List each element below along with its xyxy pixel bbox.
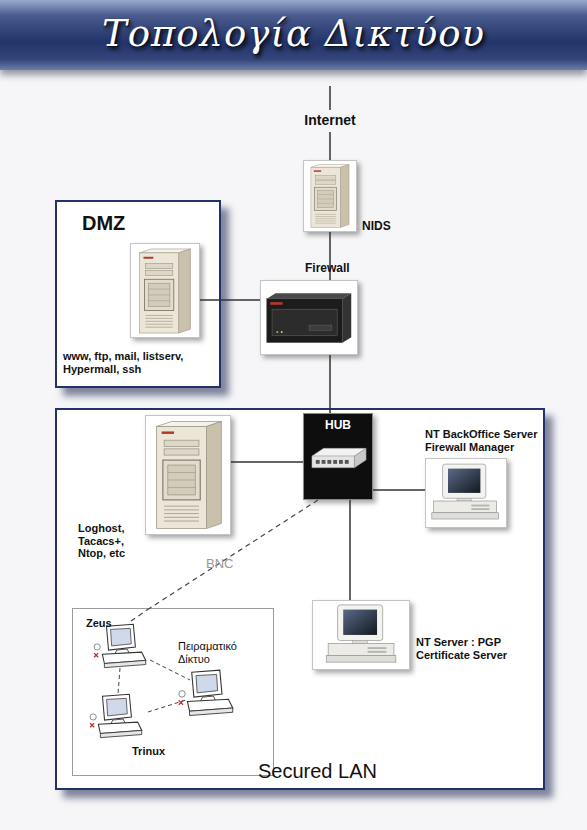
node-label: HUB bbox=[303, 419, 373, 433]
node-label: DMZ bbox=[82, 212, 162, 235]
network-link bbox=[329, 355, 331, 413]
network-link bbox=[349, 500, 351, 600]
node-label: NIDS bbox=[362, 220, 406, 234]
zone-box: www, ftp, mail, listserv, Hypermall, ssh… bbox=[55, 200, 221, 388]
zone-box: HUB Loghost, Tacacs+, Ntop, etc NT BackOff… bbox=[55, 408, 545, 790]
network-link bbox=[373, 489, 425, 491]
node-label: Trinux bbox=[132, 745, 182, 758]
diagram-title: Τοπολογία Δικτύου bbox=[0, 12, 587, 55]
server-frame: www, ftp, mail, listserv, Hypermall, ssh bbox=[130, 243, 200, 338]
node-label: Zeus bbox=[86, 617, 126, 630]
lab-network-box: ZeusΠειραματικό ΔίκτυοTrinux bbox=[72, 608, 274, 776]
server-frame: NIDS bbox=[303, 160, 357, 232]
node-label: NT BackOffice Server Firewall Manager bbox=[425, 428, 550, 453]
workstation-frame: NT Server : PGP Certificate Server bbox=[312, 600, 410, 670]
node-label: Loghost, Tacacs+, Ntop, etc bbox=[78, 522, 140, 560]
network-link bbox=[329, 132, 331, 160]
server-frame: Loghost, Tacacs+, Ntop, etc bbox=[145, 415, 231, 535]
node-label: Secured LAN bbox=[258, 760, 408, 783]
node-label: Πειραματικό Δίκτυο bbox=[178, 640, 248, 665]
internet-uplink bbox=[329, 86, 331, 110]
node-label: Firewall bbox=[305, 262, 365, 276]
node-label: www, ftp, mail, listserv, Hypermall, ssh bbox=[63, 350, 203, 375]
edge-label: BNC bbox=[206, 556, 233, 571]
network-cloud-label: Internet bbox=[300, 110, 360, 132]
node-label: Internet bbox=[300, 112, 360, 128]
workstation-frame: NT BackOffice Server Firewall Manager bbox=[425, 458, 507, 528]
firewall-frame: Firewall bbox=[260, 280, 358, 355]
hub-frame: HUB bbox=[303, 413, 373, 500]
node-label: NT Server : PGP Certificate Server bbox=[416, 636, 516, 661]
network-link bbox=[231, 461, 303, 463]
network-link bbox=[200, 299, 260, 301]
